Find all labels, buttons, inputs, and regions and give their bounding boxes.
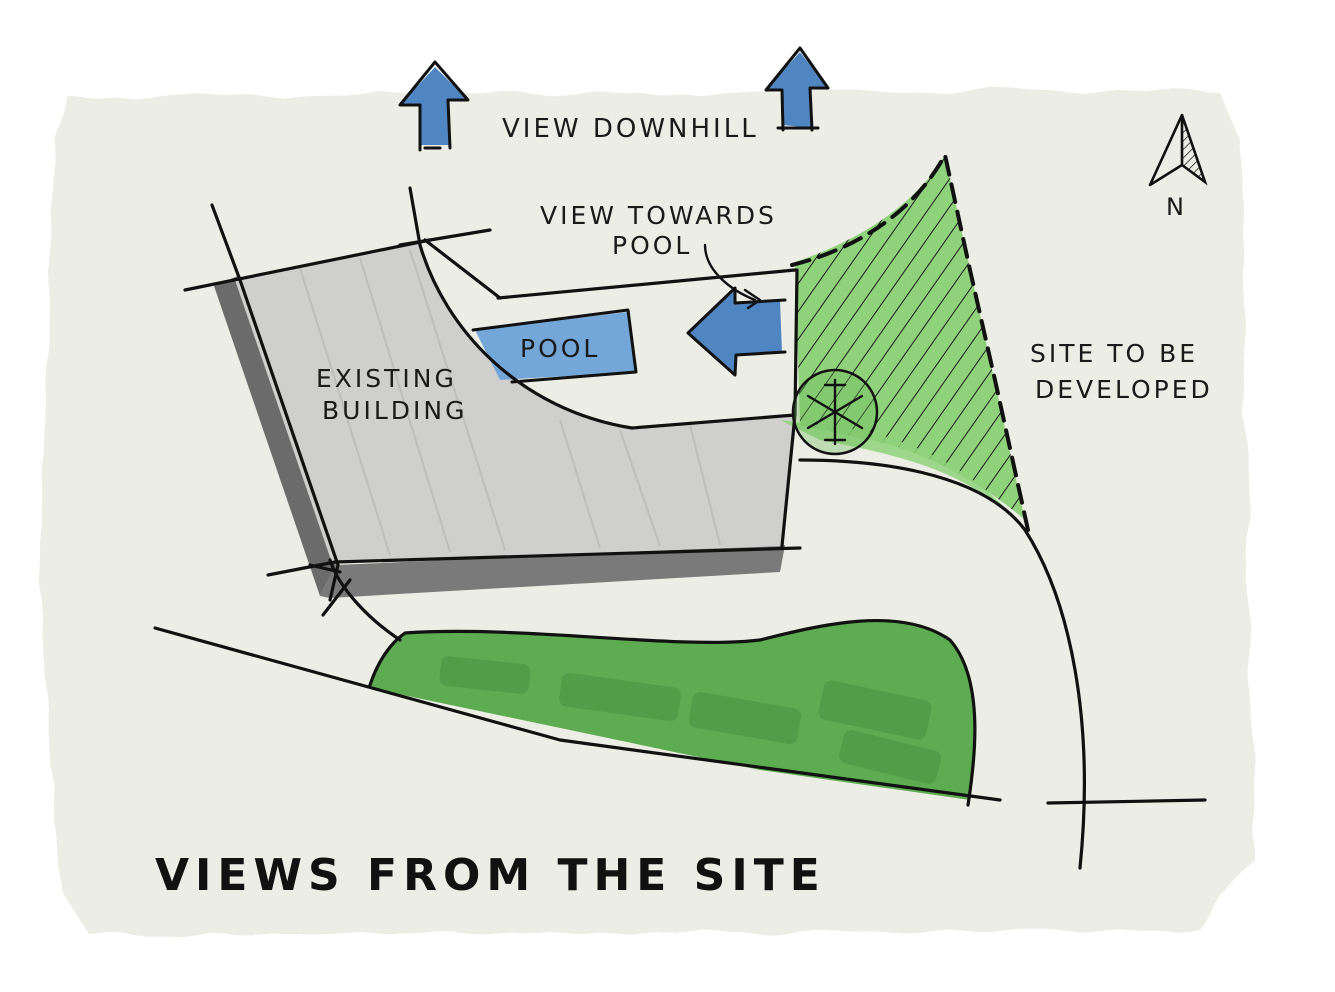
existing-building-label-line2: BUILDING [322, 396, 467, 425]
existing-building [235, 243, 795, 563]
view-towards-label-line2: POOL [612, 231, 692, 260]
pool-shape [475, 312, 636, 380]
building-texture [299, 249, 721, 556]
view-arrow-icon [398, 46, 830, 377]
site-linework [153, 186, 1207, 870]
site-area [795, 155, 1025, 520]
tree-icon [791, 368, 879, 456]
pool-label: POOL [520, 334, 600, 363]
vegetation-texture [439, 656, 941, 784]
north-arrow-icon [1148, 113, 1208, 187]
site-boundary-dashed [790, 153, 1030, 532]
site-label-line2: DEVELOPED [1035, 375, 1213, 404]
pool-outline [471, 308, 638, 384]
view-downhill-label: VIEW DOWNHILL [502, 114, 759, 144]
diagram-title: VIEWS FROM THE SITE [155, 850, 826, 901]
building-shadow-bottom [320, 545, 785, 598]
north-label: N [1166, 193, 1187, 221]
building-shadow [214, 275, 336, 596]
existing-building-label-line1: EXISTING [316, 364, 457, 393]
site-label-line1: SITE TO BE [1030, 339, 1198, 368]
view-towards-label-line1: VIEW TOWARDS [540, 201, 777, 230]
site-green-tail [780, 420, 1025, 530]
